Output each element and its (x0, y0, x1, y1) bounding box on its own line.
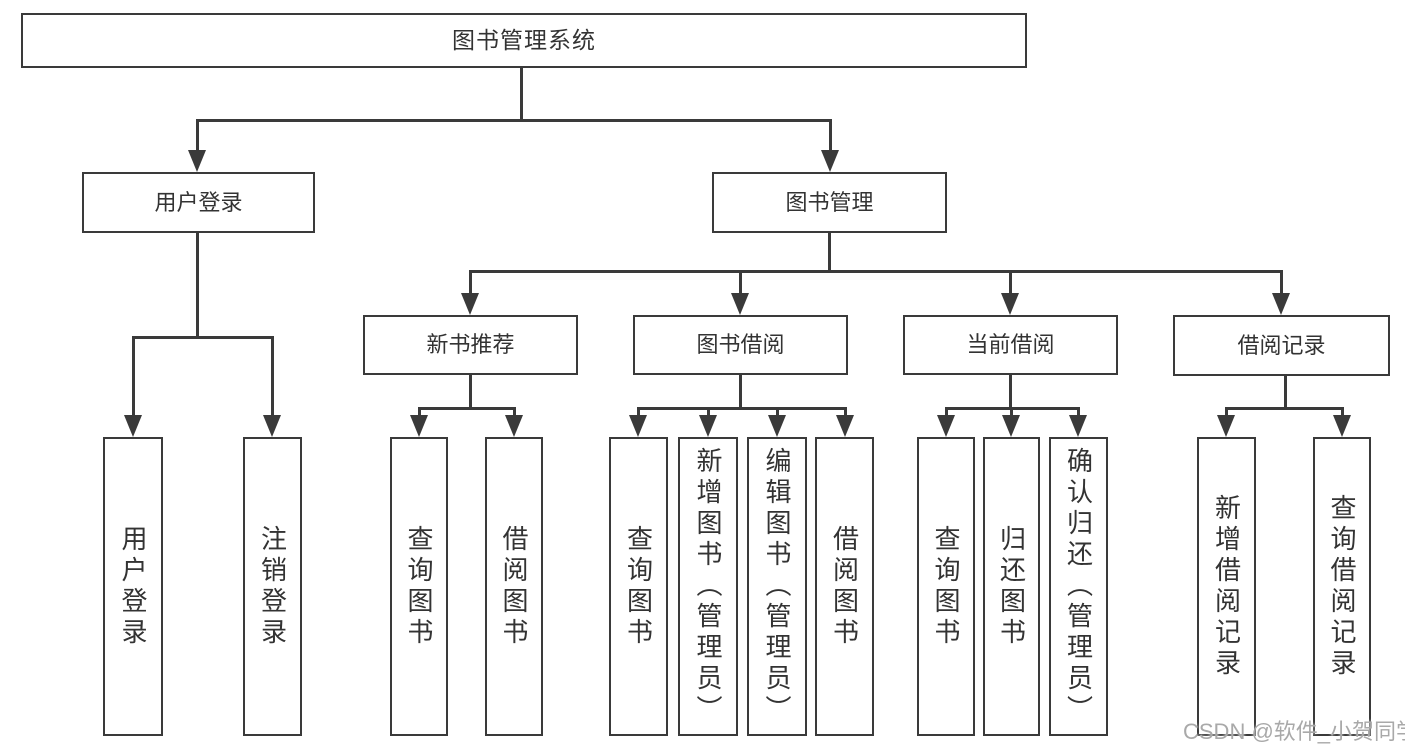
edge-line (637, 407, 640, 419)
edge-line (1225, 407, 1343, 410)
arrow-down-icon (1002, 415, 1020, 437)
leaf-add-books-admin: 新增图书（管理员） (678, 437, 738, 736)
edge-line (196, 233, 199, 337)
leaf-logout: 注销登录 (243, 437, 302, 736)
edge-line (776, 407, 779, 419)
arrow-down-icon (836, 415, 854, 437)
arrow-down-icon (768, 415, 786, 437)
edge-line (469, 374, 472, 408)
arrow-down-icon (1333, 415, 1351, 437)
edge-line (418, 407, 421, 419)
edge-line (829, 119, 832, 155)
node-borrow-records: 借阅记录 (1173, 315, 1390, 376)
arrow-down-icon (821, 150, 839, 172)
edge-line (513, 407, 516, 419)
arrow-down-icon (731, 293, 749, 315)
edge-line (1284, 376, 1287, 408)
arrow-down-icon (505, 415, 523, 437)
edge-line (945, 407, 948, 419)
node-current-borrow: 当前借阅 (903, 315, 1118, 375)
edge-line (132, 336, 135, 420)
edge-line (196, 119, 831, 122)
node-user-login: 用户登录 (82, 172, 315, 233)
edge-line (469, 270, 472, 298)
leaf-confirm-return-admin: 确认归还（管理员） (1049, 437, 1108, 736)
leaf-borrow-books-1: 借阅图书 (485, 437, 543, 736)
edge-line (1077, 407, 1080, 419)
node-book-borrow: 图书借阅 (633, 315, 848, 375)
leaf-edit-books-admin: 编辑图书（管理员） (747, 437, 807, 736)
csdn-watermark: CSDN @软件_小贺同学 (1183, 719, 1405, 744)
node-root: 图书管理系统 (21, 13, 1027, 68)
edge-line (1010, 407, 1013, 419)
leaf-query-books-1: 查询图书 (390, 437, 448, 736)
edge-line (271, 336, 274, 420)
edge-line (707, 407, 710, 419)
arrow-down-icon (1217, 415, 1235, 437)
leaf-return-books: 归还图书 (983, 437, 1040, 736)
edge-line (1280, 270, 1283, 298)
leaf-add-borrow-record: 新增借阅记录 (1197, 437, 1256, 736)
node-book-management: 图书管理 (712, 172, 947, 233)
arrow-down-icon (188, 150, 206, 172)
arrow-down-icon (461, 293, 479, 315)
arrow-down-icon (1001, 293, 1019, 315)
edge-line (739, 374, 742, 408)
edge-line (739, 270, 742, 298)
arrow-down-icon (410, 415, 428, 437)
arrow-down-icon (699, 415, 717, 437)
edge-line (418, 407, 515, 410)
node-new-book-recommend: 新书推荐 (363, 315, 578, 375)
edge-line (637, 407, 846, 410)
edge-line (196, 119, 199, 155)
arrow-down-icon (629, 415, 647, 437)
arrow-down-icon (937, 415, 955, 437)
edge-line (132, 336, 273, 339)
edge-line (520, 68, 523, 120)
leaf-user-login: 用户登录 (103, 437, 163, 736)
arrow-down-icon (1069, 415, 1087, 437)
edge-line (1341, 407, 1344, 419)
edge-line (844, 407, 847, 419)
arrow-down-icon (1272, 293, 1290, 315)
edge-line (469, 270, 1282, 273)
edge-line (1009, 270, 1012, 298)
leaf-query-books-3: 查询图书 (917, 437, 975, 736)
edge-line (1009, 374, 1012, 408)
arrow-down-icon (263, 415, 281, 437)
leaf-query-borrow-record: 查询借阅记录 (1313, 437, 1371, 736)
arrow-down-icon (124, 415, 142, 437)
edge-line (1225, 407, 1228, 419)
leaf-query-books-2: 查询图书 (609, 437, 668, 736)
edge-line (828, 233, 831, 271)
leaf-borrow-books-2: 借阅图书 (815, 437, 874, 736)
